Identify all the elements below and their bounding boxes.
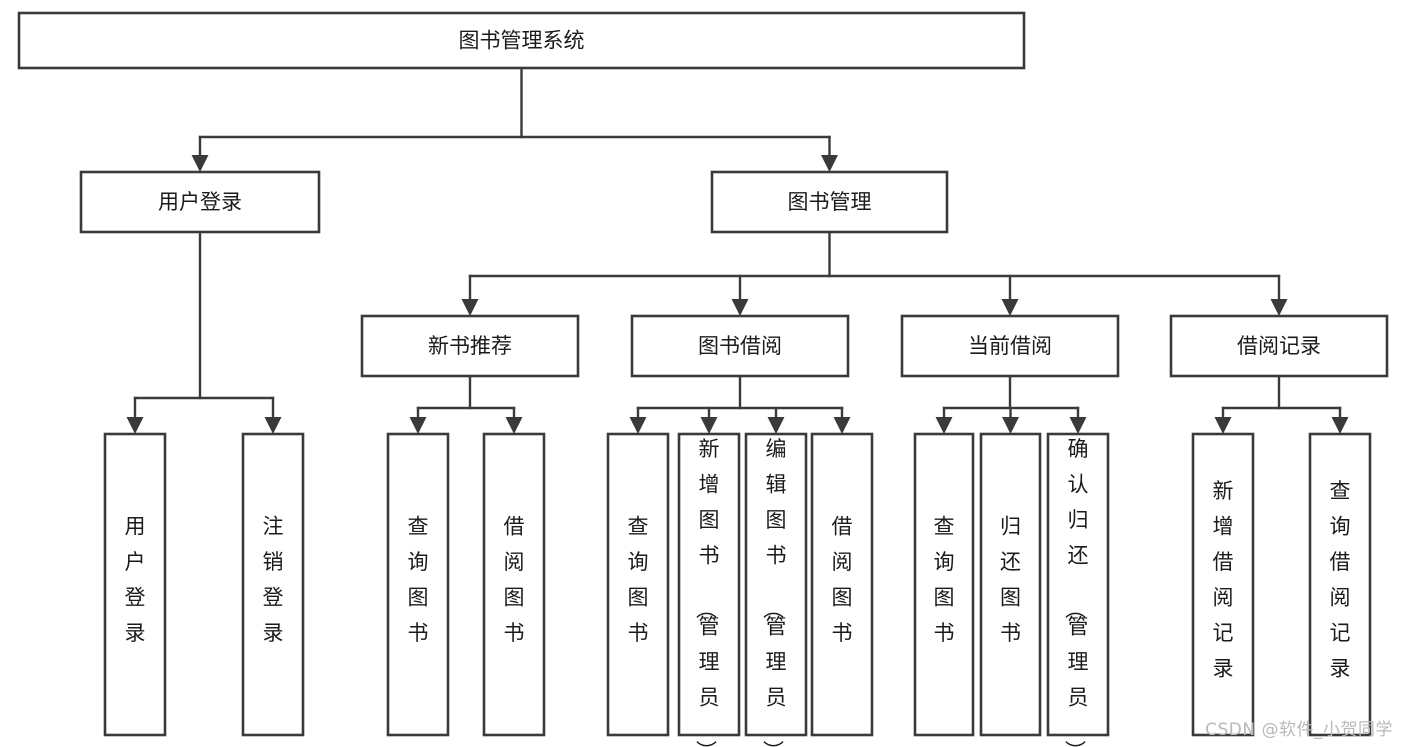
node-box[interactable] xyxy=(17,11,1026,70)
node-box[interactable] xyxy=(900,314,1120,378)
arrow-head-icon xyxy=(1001,299,1019,316)
node-leaf-3[interactable]: 借阅图书 xyxy=(482,432,546,737)
connector-layer xyxy=(126,66,1349,434)
node-label: 编辑图书（管理员） xyxy=(761,437,787,747)
node-box[interactable] xyxy=(1046,432,1110,737)
arrow-head-icon xyxy=(821,155,838,172)
node-leaf-6[interactable]: 编辑图书（管理员） xyxy=(744,432,808,747)
node-box[interactable] xyxy=(913,432,975,737)
node-box[interactable] xyxy=(606,432,670,737)
node-leaf-4[interactable]: 查询图书 xyxy=(606,432,670,737)
node-label: 新增图书（管理员） xyxy=(694,437,720,747)
node-box[interactable] xyxy=(482,432,546,737)
arrow-head-icon xyxy=(1331,417,1349,434)
node-leaf-10[interactable]: 确认归还（管理员） xyxy=(1046,432,1110,747)
node-label: 当前借阅 xyxy=(968,334,1052,358)
node-label: 归还图书 xyxy=(1000,515,1021,646)
node-box[interactable] xyxy=(79,170,321,234)
node-level2-1[interactable]: 图书管理 xyxy=(710,170,949,234)
node-label: 图书管理 xyxy=(788,190,872,214)
node-leaf-11[interactable]: 新增借阅记录 xyxy=(1191,432,1255,737)
node-box[interactable] xyxy=(1308,432,1372,737)
arrow-head-icon xyxy=(126,417,144,434)
arrow-head-icon xyxy=(1069,417,1087,434)
arrow-head-icon xyxy=(1270,299,1288,316)
node-level2-0[interactable]: 用户登录 xyxy=(79,170,321,234)
arrow-head-icon xyxy=(505,417,523,434)
node-label: 借阅图书 xyxy=(832,515,853,646)
arrow-head-icon xyxy=(700,417,718,434)
node-box[interactable] xyxy=(360,314,580,378)
node-level3-3[interactable]: 借阅记录 xyxy=(1169,314,1389,378)
node-label: 借阅图书 xyxy=(504,515,525,646)
node-label: 查询图书 xyxy=(934,515,955,646)
node-label: 确认归还（管理员） xyxy=(1063,437,1089,747)
node-leaf-0[interactable]: 用户登录 xyxy=(103,432,167,737)
node-box[interactable] xyxy=(810,432,874,737)
arrow-head-icon xyxy=(264,417,282,434)
node-box[interactable] xyxy=(630,314,850,378)
arrow-head-icon xyxy=(1214,417,1232,434)
node-level3-0[interactable]: 新书推荐 xyxy=(360,314,580,378)
arrow-head-icon xyxy=(767,417,785,434)
node-label: 新书推荐 xyxy=(428,334,512,358)
node-leaf-8[interactable]: 查询图书 xyxy=(913,432,975,737)
node-leaf-1[interactable]: 注销登录 xyxy=(241,432,305,737)
node-label: 用户登录 xyxy=(158,190,242,214)
node-label: 查询图书 xyxy=(408,515,429,646)
node-leaf-9[interactable]: 归还图书 xyxy=(979,432,1042,737)
node-label: 图书管理系统 xyxy=(459,29,585,53)
node-label: 借阅记录 xyxy=(1237,334,1321,358)
arrow-head-icon xyxy=(629,417,647,434)
node-box[interactable] xyxy=(386,432,450,737)
node-label: 新增借阅记录 xyxy=(1213,479,1234,681)
arrow-head-icon xyxy=(1002,417,1019,434)
node-box[interactable] xyxy=(677,432,741,737)
node-label: 查询借阅记录 xyxy=(1330,479,1351,681)
node-leaf-2[interactable]: 查询图书 xyxy=(386,432,450,737)
node-box[interactable] xyxy=(241,432,305,737)
node-box[interactable] xyxy=(710,170,949,234)
node-box[interactable] xyxy=(744,432,808,737)
watermark-label: CSDN @软件_小贺同学 xyxy=(1205,720,1393,740)
arrow-head-icon xyxy=(833,417,851,434)
node-root-0[interactable]: 图书管理系统 xyxy=(17,11,1026,70)
node-box[interactable] xyxy=(1191,432,1255,737)
node-level3-2[interactable]: 当前借阅 xyxy=(900,314,1120,378)
arrow-head-icon xyxy=(409,417,427,434)
node-label: 用户登录 xyxy=(125,515,146,646)
arrow-head-icon xyxy=(731,299,749,316)
node-leaf-12[interactable]: 查询借阅记录 xyxy=(1308,432,1372,737)
node-label: 查询图书 xyxy=(628,515,649,646)
node-leaf-5[interactable]: 新增图书（管理员） xyxy=(677,432,741,747)
arrow-head-icon xyxy=(461,299,479,316)
node-box[interactable] xyxy=(103,432,167,737)
node-leaf-7[interactable]: 借阅图书 xyxy=(810,432,874,737)
node-level3-1[interactable]: 图书借阅 xyxy=(630,314,850,378)
node-box[interactable] xyxy=(979,432,1042,737)
arrow-head-icon xyxy=(191,155,209,172)
node-label: 图书借阅 xyxy=(698,334,782,358)
node-box[interactable] xyxy=(1169,314,1389,378)
node-layer: 图书管理系统用户登录图书管理新书推荐图书借阅当前借阅借阅记录用户登录注销登录查询… xyxy=(17,11,1389,747)
node-label: 注销登录 xyxy=(263,515,284,646)
arrow-head-icon xyxy=(935,417,953,434)
